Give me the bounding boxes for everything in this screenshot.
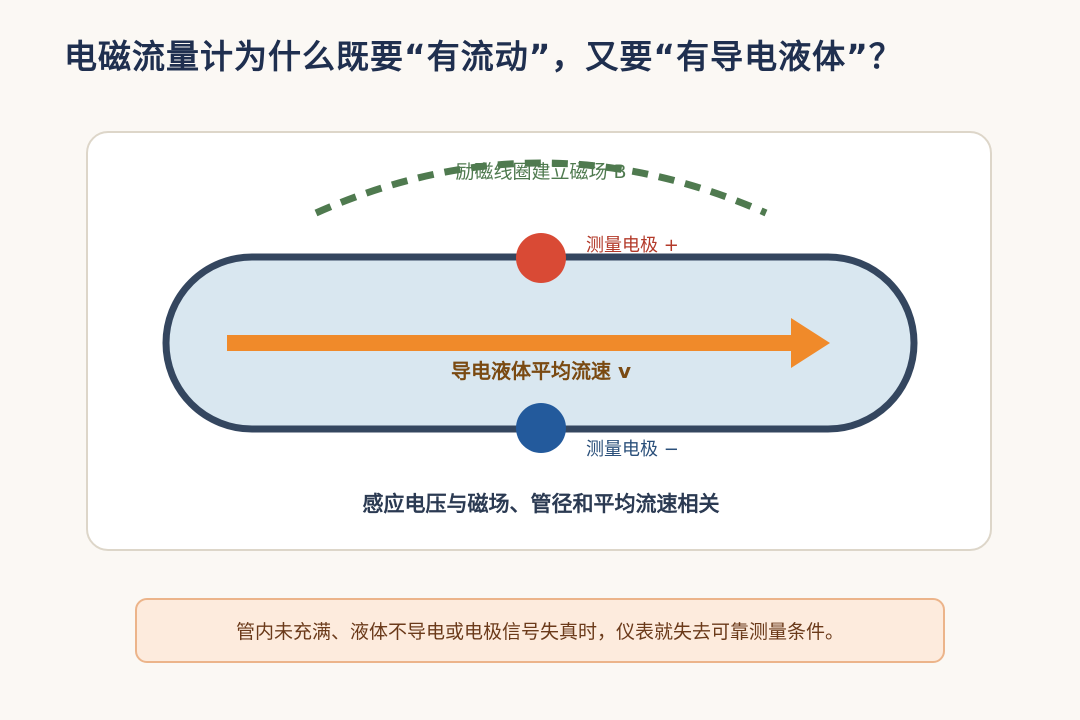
note-box: 管内未充满、液体不导电或电极信号失真时，仪表就失去可靠测量条件。 [135,598,945,663]
electrode-negative-label: 测量电极 − [586,439,679,460]
page-title: 电磁流量计为什么既要“有流动”，又要“有导电液体”？ [64,37,903,76]
flow-arrow-shaft [227,335,795,351]
diagram-caption: 感应电压与磁场、管径和平均流速相关 [362,492,720,516]
electrode-negative [516,403,566,453]
velocity-label: 导电液体平均流速 v [451,359,631,383]
note-text: 管内未充满、液体不导电或电极信号失真时，仪表就失去可靠测量条件。 [235,621,844,643]
diagram-card: 励磁线圈建立磁场 B 导电液体平均流速 v 测量电极 + 测量电极 − 感应电压… [86,131,992,551]
electrode-positive [516,233,566,283]
magnetic-field-arc [314,159,768,217]
electrode-positive-label: 测量电极 + [586,235,679,256]
flowmeter-diagram: 励磁线圈建立磁场 B 导电液体平均流速 v 测量电极 + 测量电极 − [162,159,918,460]
magnetic-field-label: 励磁线圈建立磁场 B [455,161,626,183]
flow-arrow-head [791,318,830,368]
